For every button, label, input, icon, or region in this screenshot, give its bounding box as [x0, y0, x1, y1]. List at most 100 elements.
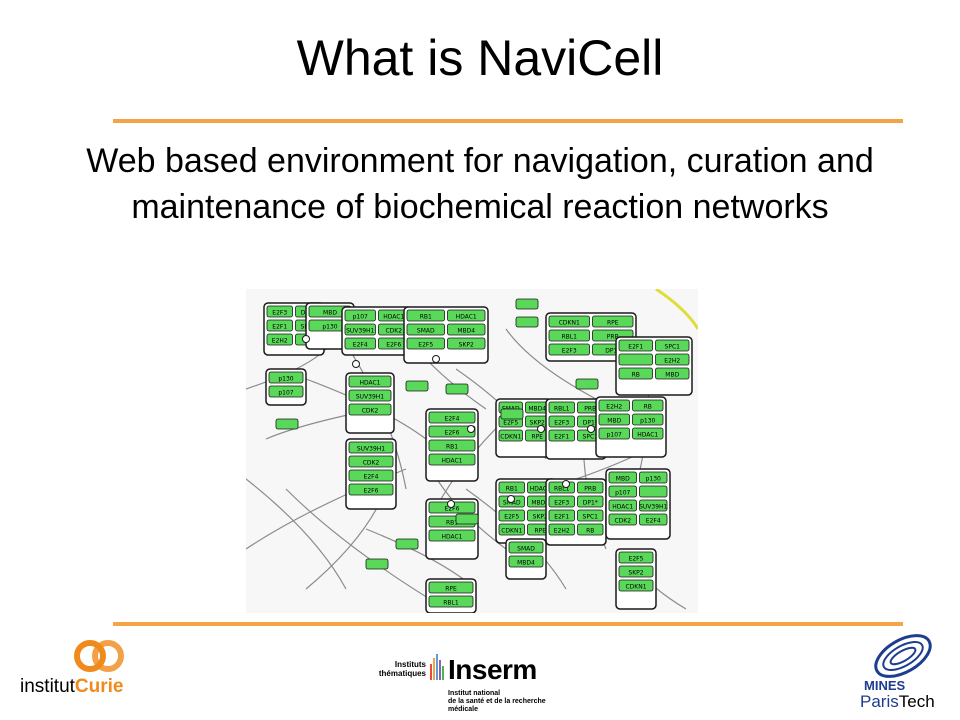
protein-node[interactable] — [446, 384, 468, 394]
protein-node-label: DP1* — [583, 500, 598, 507]
protein-node[interactable] — [516, 299, 538, 309]
protein-node-label: MBD — [665, 372, 679, 379]
protein-node-label: E2H2 — [664, 358, 680, 365]
protein-node-label: E2H2 — [606, 404, 622, 411]
protein-node-label: MBD — [323, 310, 337, 317]
mines-swirl-icon — [868, 632, 938, 682]
protein-node-label: E2F3 — [272, 310, 287, 317]
protein-node[interactable] — [366, 559, 388, 569]
protein-node-label: RPE — [445, 586, 457, 593]
bottom-divider — [113, 622, 903, 626]
protein-node-label: E2F6 — [445, 430, 460, 437]
protein-node-label: SPC1 — [665, 344, 681, 351]
protein-node-label: RPE — [534, 528, 546, 535]
protein-node-label: E2F3 — [554, 500, 569, 507]
protein-node-label: E2F5 — [504, 514, 519, 521]
inserm-label: Instituts thématiques — [356, 660, 426, 678]
protein-node-label: E2F4 — [364, 474, 379, 481]
protein-node-label: PRB — [584, 486, 596, 493]
protein-node-label: RPE — [531, 434, 543, 441]
protein-node-label: SUV39H1 — [346, 328, 374, 335]
curie-rings-icon — [72, 638, 128, 680]
protein-node-label: CDK2 — [363, 460, 380, 467]
mines-paristech-logo: MINES ParisTech — [842, 632, 952, 716]
protein-node-label: RB1 — [446, 444, 458, 451]
protein-node-label: HDAC1 — [441, 534, 462, 541]
protein-node-label: E2F4 — [353, 342, 368, 349]
modification-site — [303, 336, 310, 343]
protein-node-label: E2H2 — [272, 338, 288, 345]
protein-node-label: SUV39H1 — [357, 446, 385, 453]
curie-wordmark: institutCurie — [20, 676, 124, 698]
modification-site — [353, 361, 360, 368]
protein-node-label: HDAC1 — [612, 504, 633, 511]
modification-site — [588, 426, 595, 433]
protein-node[interactable] — [396, 539, 418, 549]
protein-node-label: CDK2 — [385, 328, 402, 335]
protein-node-label: E2F3 — [562, 348, 577, 355]
protein-node-label: RB1 — [506, 486, 518, 493]
protein-node-label: RBL1 — [554, 406, 570, 413]
protein-node[interactable] — [576, 379, 598, 389]
protein-node-label: E2F1 — [554, 514, 569, 521]
protein-node-label: E2F1 — [272, 324, 287, 331]
protein-node-label: RPE — [607, 320, 619, 327]
modification-site — [563, 481, 570, 488]
protein-node[interactable] — [640, 486, 668, 497]
protein-node-label: MBD4 — [528, 406, 546, 413]
protein-node-label: HDAC1 — [456, 314, 477, 321]
protein-node-label: E2F6 — [386, 342, 401, 349]
network-map-image[interactable]: E2F3DP1*E2F1SPC1E2H2RBMBDp130p107HDAC1SU… — [246, 289, 698, 613]
protein-node-label: HDAC1 — [637, 432, 658, 439]
protein-node-label: E2F1 — [628, 344, 643, 351]
protein-node-label: p130 — [322, 324, 337, 331]
protein-node-label: RBL1 — [443, 600, 459, 607]
protein-node-label: SPC1 — [583, 514, 599, 521]
protein-node-label: SMAD — [517, 546, 535, 553]
protein-node-label: SUV39H1 — [639, 504, 667, 511]
protein-node[interactable] — [516, 317, 538, 327]
protein-node-label: CDK2 — [362, 408, 379, 415]
protein-node[interactable] — [619, 354, 653, 365]
slide-subtitle: Web based environment for navigation, cu… — [60, 138, 900, 230]
modification-site — [433, 356, 440, 363]
modification-site — [538, 426, 545, 433]
protein-node-label: E2H2 — [554, 528, 570, 535]
protein-node[interactable] — [276, 419, 298, 429]
protein-node-label: MBD — [607, 418, 621, 425]
protein-node-label: HDAC1 — [441, 458, 462, 465]
protein-node-label: CDK2 — [614, 518, 631, 525]
protein-node-label: RB1 — [420, 314, 432, 321]
inserm-wordmark: Inserm — [448, 654, 537, 686]
protein-node-label: p107 — [607, 432, 622, 439]
protein-node-label: SKP2 — [628, 570, 643, 577]
institut-curie-logo: institutCurie — [20, 638, 140, 698]
inserm-bars-icon — [430, 654, 446, 684]
modification-site — [468, 426, 475, 433]
protein-node-label: p130 — [640, 418, 655, 425]
protein-node[interactable] — [456, 514, 478, 524]
protein-node-label: p130 — [646, 476, 661, 483]
protein-node[interactable] — [406, 381, 428, 391]
protein-node-label: E2F4 — [445, 416, 460, 423]
paristech-wordmark: ParisTech — [860, 692, 935, 712]
top-divider — [113, 119, 903, 123]
protein-node-label: p107 — [353, 314, 368, 321]
protein-node-label: p107 — [278, 390, 293, 397]
protein-node-label: CDKN1 — [559, 320, 580, 327]
protein-node-label: E2F5 — [629, 556, 644, 563]
protein-node-label: E2F5 — [503, 420, 518, 427]
protein-node-label: E2F5 — [418, 342, 433, 349]
protein-node-label: SMAD — [417, 328, 435, 335]
protein-node-label: HDAC1 — [359, 380, 380, 387]
network-diagram: E2F3DP1*E2F1SPC1E2H2RBMBDp130p107HDAC1SU… — [246, 289, 698, 613]
modification-site — [448, 501, 455, 508]
inserm-subtitle: Institut national de la santé et de la r… — [448, 690, 558, 714]
protein-node-label: MBD — [616, 476, 630, 483]
protein-node[interactable] — [501, 409, 523, 419]
protein-node-label: PRB — [584, 406, 596, 413]
modification-site — [508, 496, 515, 503]
protein-node-label: E2F1 — [554, 434, 569, 441]
mines-wordmark: MINES — [864, 678, 905, 693]
protein-node-label: CDKN1 — [501, 528, 522, 535]
